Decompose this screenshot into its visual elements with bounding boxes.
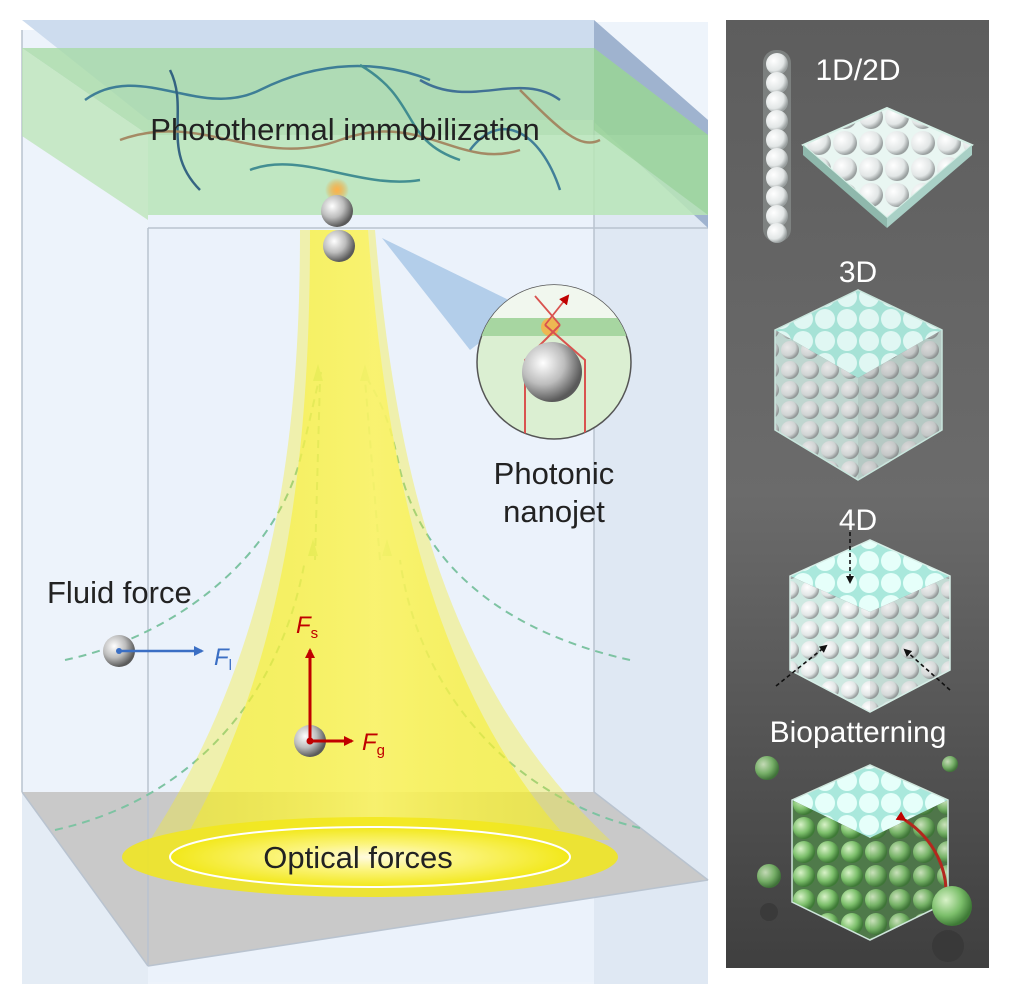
trapped-spheres bbox=[321, 178, 355, 262]
label-biopatterning: Biopatterning bbox=[770, 716, 947, 749]
cube-4d bbox=[775, 532, 951, 713]
photonic-label-line2: nanojet bbox=[503, 494, 605, 529]
light-beam bbox=[150, 230, 610, 840]
label-4d: 4D bbox=[839, 504, 877, 537]
optical-forces-label: Optical forces bbox=[263, 840, 453, 875]
fluid-force-particle bbox=[103, 635, 204, 667]
photonic-label-line1: Photonic bbox=[494, 456, 615, 491]
nanojet-inset bbox=[382, 238, 632, 440]
structures-panel: 1D/2D 3D 4D Biopatterning bbox=[726, 20, 989, 968]
photothermal-label: Photothermal immobilization bbox=[150, 112, 539, 147]
chamber-floor-front bbox=[22, 792, 148, 984]
force-g-label: Fg bbox=[362, 729, 385, 759]
cube-biopattern bbox=[755, 756, 972, 962]
optical-force-particle bbox=[294, 648, 354, 757]
optical-focus bbox=[122, 817, 618, 897]
polymer-strands bbox=[84, 63, 601, 191]
label-3d: 3D bbox=[839, 256, 877, 289]
sheet-2d bbox=[801, 106, 974, 228]
chamber-side-wall bbox=[594, 30, 708, 984]
label-1d2d: 1D/2D bbox=[815, 54, 900, 87]
force-s-label: Fs bbox=[296, 612, 318, 642]
hydrogel-layer bbox=[22, 48, 708, 220]
fluid-force-label: Fluid force bbox=[47, 575, 192, 610]
force-l-label: Fl bbox=[214, 644, 232, 674]
chain-1d bbox=[763, 50, 791, 243]
cube-3d bbox=[774, 289, 943, 481]
